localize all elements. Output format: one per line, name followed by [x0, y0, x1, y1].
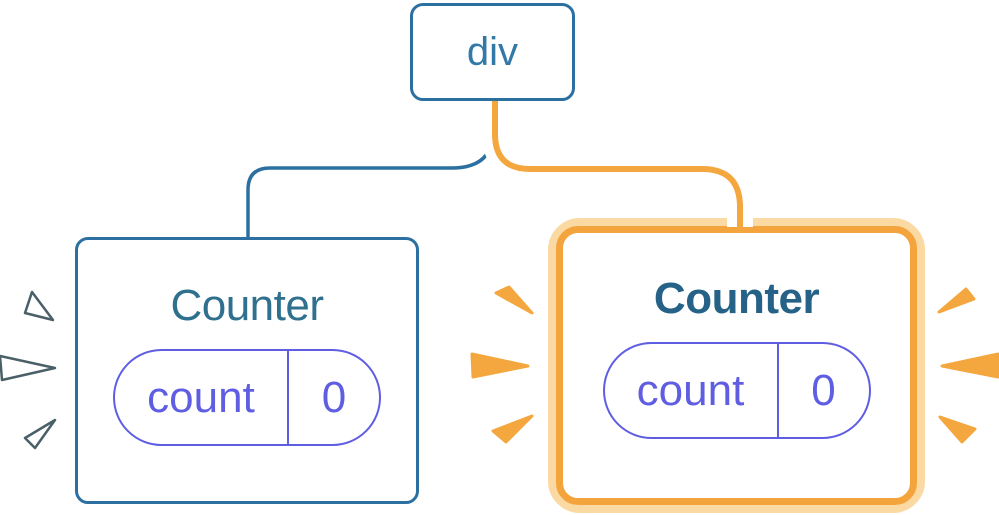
burst-ray-icon — [491, 414, 534, 444]
burst-ray-icon — [940, 352, 999, 379]
state-pill: count 0 — [602, 342, 871, 439]
counter-card-left: Counter count 0 — [75, 237, 419, 504]
burst-ray-icon — [937, 287, 976, 314]
state-value: 0 — [776, 344, 869, 437]
tree-node-div-label: div — [466, 29, 519, 74]
edge-root-to-right-counter — [492, 96, 743, 230]
burst-ray-icon — [938, 415, 977, 444]
counter-title: Counter — [653, 274, 820, 323]
state-value: 0 — [287, 351, 379, 444]
burst-ray-icon — [23, 418, 57, 450]
burst-right-group — [937, 287, 999, 444]
burst-left-group — [0, 290, 57, 450]
burst-middle-group — [470, 285, 534, 444]
burst-ray-icon — [470, 352, 530, 379]
burst-ray-icon — [494, 285, 534, 315]
counter-title: Counter — [170, 281, 324, 330]
burst-ray-icon — [23, 290, 55, 322]
state-key-label: count — [636, 365, 745, 415]
counter-card-right-highlight-ring: Counter count 0 — [548, 218, 925, 513]
state-key-label: count — [147, 372, 255, 422]
state-pill: count 0 — [113, 349, 381, 446]
edge-root-to-left-counter — [246, 100, 496, 240]
counter-card-right: Counter count 0 — [556, 226, 917, 505]
edge-root-to-right-counter-casing — [482, 96, 753, 230]
burst-ray-icon — [0, 354, 57, 382]
tree-node-div: div — [410, 3, 575, 101]
